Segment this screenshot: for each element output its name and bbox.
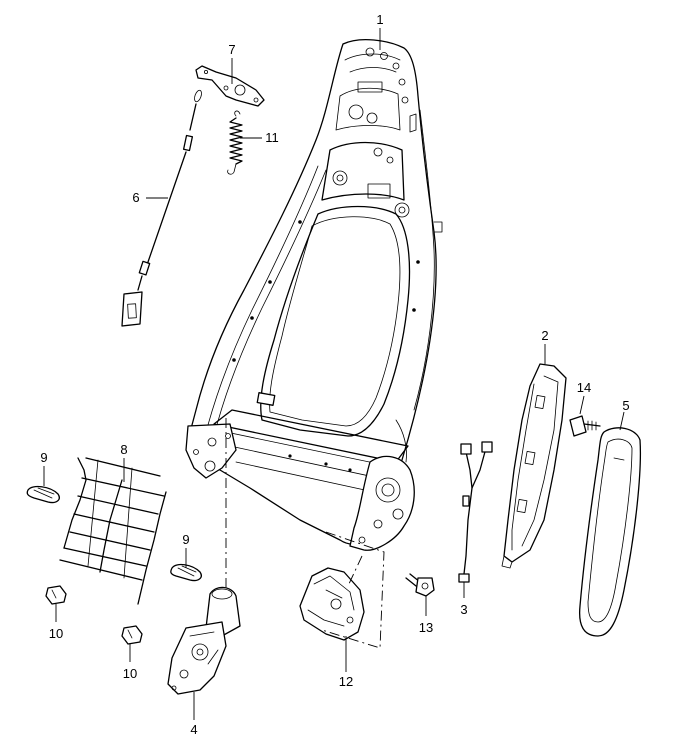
part-11-tension-spring (227, 110, 243, 175)
part-9-clip-right (170, 563, 202, 582)
callout-9-left: 9 (40, 450, 47, 465)
callout-14: 14 (577, 380, 591, 395)
callout-13: 13 (419, 620, 433, 635)
callout-6: 6 (132, 190, 139, 205)
callout-5: 5 (622, 398, 629, 413)
part-6-release-cable (121, 89, 202, 327)
callout-labels: 1 2 3 4 5 6 7 8 9 9 10 10 11 12 13 14 (40, 12, 629, 737)
part-9-clip-left (26, 485, 60, 504)
callout-7: 7 (228, 42, 235, 57)
callout-12: 12 (339, 674, 353, 689)
part-13-bolt (405, 573, 435, 597)
callout-3: 3 (460, 602, 467, 617)
part-14-screw (569, 415, 601, 437)
part-2-side-trim-panel (501, 363, 567, 569)
callout-10-right: 10 (123, 666, 137, 681)
part-5-backrest-cover (578, 427, 642, 637)
part-4-recliner-motor (167, 586, 241, 695)
callout-4: 4 (190, 722, 197, 737)
callout-11: 11 (265, 130, 279, 145)
leader-lines (43, 28, 625, 720)
part-7-bracket (195, 65, 265, 107)
assembly-line-housing (347, 555, 363, 587)
callout-10-left: 10 (49, 626, 63, 641)
part-12-recliner-housing (299, 567, 365, 641)
callout-9-right: 9 (182, 532, 189, 547)
callout-8: 8 (120, 442, 127, 457)
part-8-lumbar-support-mat (59, 457, 167, 605)
part-1-backrest-frame (185, 39, 443, 551)
part-10-clip-nut-left (45, 585, 67, 605)
callout-2: 2 (541, 328, 548, 343)
part-12-dashed-outline (321, 531, 385, 649)
callout-1: 1 (376, 12, 383, 27)
part-3-wiring-harness (458, 441, 493, 583)
part-10-clip-nut-right (121, 625, 143, 645)
